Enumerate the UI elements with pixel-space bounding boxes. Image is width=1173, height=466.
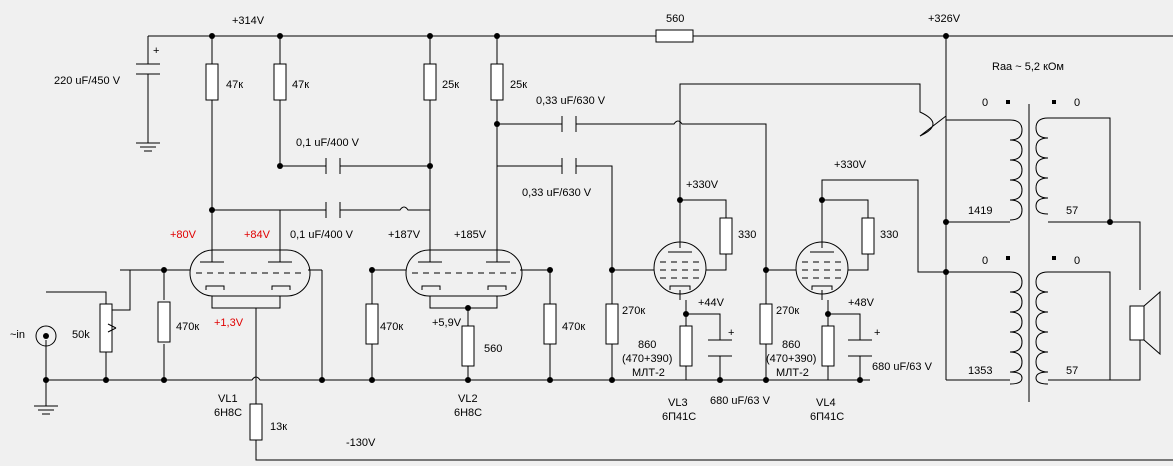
input-jack bbox=[35, 325, 57, 347]
label-r470-b: 470к bbox=[380, 321, 403, 333]
label-c-supply: 220 uF/450 V bbox=[54, 75, 121, 87]
resistor-860-b bbox=[821, 325, 835, 367]
label-v185: +185V bbox=[454, 229, 487, 241]
label-r330-a: 330 bbox=[738, 229, 756, 241]
label-v44: +44V bbox=[698, 297, 725, 309]
resistor-47k-b bbox=[273, 63, 287, 101]
label-v330-vl3: +330V bbox=[686, 179, 719, 191]
tube-vl3 bbox=[653, 241, 707, 295]
label-v187: +187V bbox=[388, 229, 421, 241]
speaker-icon bbox=[1129, 290, 1161, 356]
capacitor-0.33-top bbox=[561, 116, 577, 132]
label-v80: +80V bbox=[170, 229, 197, 241]
label-r25k-b: 25к bbox=[510, 79, 527, 91]
label-c033-top: 0,33 uF/630 V bbox=[536, 95, 606, 107]
tube-vl2 bbox=[405, 249, 523, 297]
label-in: ~in bbox=[10, 329, 25, 341]
label-vl3-type: 6П41С bbox=[662, 411, 696, 423]
label-r860-b: 860 bbox=[782, 339, 800, 351]
components: + + + bbox=[34, 29, 1161, 441]
potentiometer-50k bbox=[99, 303, 113, 353]
label-vl2: VL2 bbox=[458, 393, 478, 405]
resistor-330-b bbox=[861, 217, 875, 255]
capacitor-680-b bbox=[848, 339, 872, 357]
label-vl1-type: 6Н8С bbox=[214, 407, 242, 419]
resistor-330-a bbox=[719, 217, 733, 255]
junction-dots bbox=[43, 33, 1113, 383]
label-r47k-b: 47к bbox=[292, 79, 309, 91]
label-t-1419: 1419 bbox=[968, 205, 992, 217]
label-t-0d: 0 bbox=[1074, 255, 1080, 267]
label-r330-b: 330 bbox=[880, 229, 898, 241]
ground-symbol bbox=[136, 142, 160, 152]
capacitor-0.33-bottom bbox=[561, 158, 577, 174]
label-v59: +5,9V bbox=[432, 317, 462, 329]
label-r860-a3: МЛТ-2 bbox=[632, 367, 665, 379]
label-pot: 50k bbox=[72, 329, 90, 341]
label-t-57a: 57 bbox=[1066, 205, 1078, 217]
resistor-560-series bbox=[655, 29, 694, 43]
label-t-57b: 57 bbox=[1066, 365, 1078, 377]
label-r470-a: 470к bbox=[176, 321, 199, 333]
resistor-470k-c bbox=[543, 303, 557, 345]
label-r13k: 13к bbox=[270, 421, 287, 433]
label-r470-c: 470к bbox=[562, 321, 585, 333]
label-v330-vl4: +330V bbox=[834, 159, 867, 171]
svg-text:+: + bbox=[874, 327, 880, 339]
label-t-0b: 0 bbox=[1074, 97, 1080, 109]
label-t-1353: 1353 bbox=[968, 365, 992, 377]
label-t-0c: 0 bbox=[982, 255, 988, 267]
label-vl4-type: 6П41С bbox=[810, 411, 844, 423]
label-v48: +48V bbox=[848, 297, 875, 309]
label-r860-b3: МЛТ-2 bbox=[776, 367, 809, 379]
resistor-25k-b bbox=[490, 63, 504, 101]
capacitor-0.1-top bbox=[325, 158, 341, 174]
resistor-470k-b bbox=[365, 303, 379, 345]
resistor-560-cathode bbox=[461, 325, 475, 367]
output-transformer bbox=[1006, 100, 1056, 402]
tube-vl1 bbox=[189, 249, 311, 297]
label-t-0a: 0 bbox=[982, 97, 988, 109]
label-v326: +326V bbox=[928, 13, 961, 25]
label-r860-b2: (470+390) bbox=[766, 353, 816, 365]
label-c01-top: 0,1 uF/400 V bbox=[296, 137, 360, 149]
capacitor-680-a bbox=[708, 339, 732, 357]
label-r25k-a: 25к bbox=[442, 79, 459, 91]
resistor-860-a bbox=[679, 325, 693, 367]
label-r560-k: 560 bbox=[484, 343, 502, 355]
label-v13: +1,3V bbox=[214, 317, 244, 329]
label-raa: Raa ~ 5,2 кОм bbox=[992, 61, 1064, 73]
resistor-270k-a bbox=[605, 303, 619, 345]
label-vl1: VL1 bbox=[218, 393, 238, 405]
svg-text:+: + bbox=[153, 45, 159, 57]
label-c680-a: 680 uF/63 V bbox=[710, 395, 771, 407]
label-r860-a: 860 bbox=[638, 339, 656, 351]
labels: +314V +326V 560 Raa ~ 5,2 кОм 220 uF/450… bbox=[10, 13, 1080, 449]
resistor-470k-a bbox=[157, 301, 171, 343]
label-r270-b: 270к bbox=[776, 305, 799, 317]
resistor-47k-a bbox=[205, 63, 219, 101]
label-v84: +84V bbox=[244, 229, 271, 241]
tube-vl4 bbox=[795, 241, 849, 295]
ground-symbol bbox=[34, 405, 58, 415]
label-r560-top: 560 bbox=[666, 13, 684, 25]
svg-text:+: + bbox=[728, 327, 734, 339]
label-c033-bot: 0,33 uF/630 V bbox=[522, 187, 592, 199]
capacitor-0.1-bottom bbox=[325, 202, 341, 218]
label-r270-a: 270к bbox=[622, 305, 645, 317]
resistor-270k-b bbox=[759, 303, 773, 345]
label-vl3: VL3 bbox=[668, 397, 688, 409]
label-v314: +314V bbox=[232, 15, 265, 27]
label-vl2-type: 6Н8С bbox=[454, 407, 482, 419]
label-r860-a2: (470+390) bbox=[622, 353, 672, 365]
label-c01-bot: 0,1 uF/400 V bbox=[290, 229, 354, 241]
label-r47k-a: 47к bbox=[226, 79, 243, 91]
label-vl4: VL4 bbox=[816, 397, 836, 409]
label-c680-b: 680 uF/63 V bbox=[872, 361, 933, 373]
label-vneg: -130V bbox=[346, 437, 376, 449]
resistor-13k bbox=[249, 403, 263, 441]
resistor-25k-a bbox=[423, 63, 437, 101]
